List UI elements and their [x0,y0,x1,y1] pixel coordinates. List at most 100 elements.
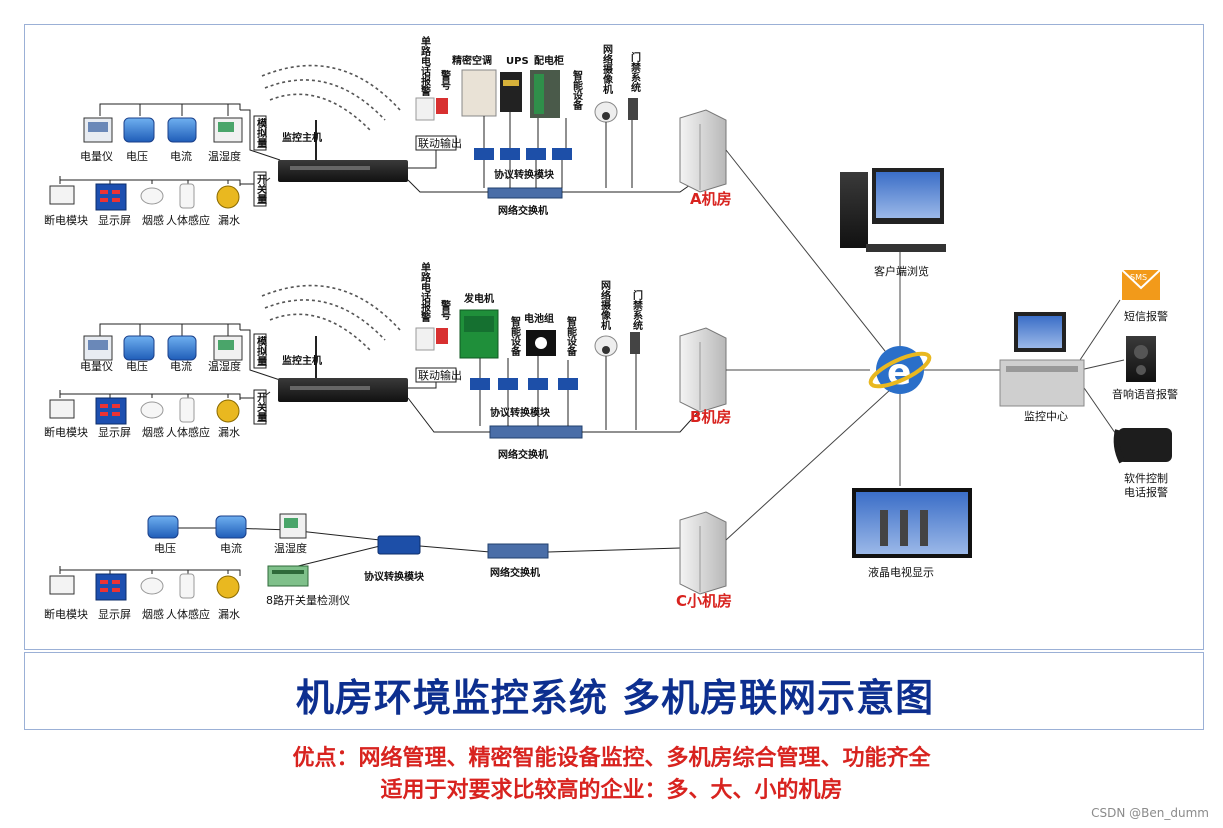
voice-label: 音响语音报警 [1112,387,1178,401]
svg-text:SMS: SMS [1130,273,1147,282]
phone-label-line2: 电话报警 [1124,485,1168,499]
slogan-advantages: 优点：网络管理、精密智能设备监控、多机房综合管理、功能齐全 [292,746,931,771]
voltage-sensor-b [123,335,155,361]
room-c: 电压 电流 温湿度 断电模块 显示屏 烟感 人体感应 漏水 8路开关量检测仪 协… [44,511,732,621]
switch-label-4-b: 漏水 [218,426,240,439]
power-meter-b [83,335,113,361]
display-screen-a [95,183,127,211]
siren-label-b: 警号 [439,299,452,321]
server-b [679,327,727,413]
bottom-device-label-4-c: 漏水 [218,608,240,621]
smart-device-2-label-b: 智能设备 [565,315,578,357]
alarm-phone-label-a: 单路电话报警 [419,35,432,97]
temp-humidity-c [279,513,307,539]
analog-label-2-b: 电流 [170,359,192,373]
analog-tag-a: 模拟量 [255,117,267,148]
network-diagram: 监控主机 模拟量 开关量 电量仪 电压 电流 温湿度 断电模块 显示屏 烟感 人… [44,35,1178,621]
camera-label-b: 网络摄像机 [599,280,612,331]
power-off-module-b [49,399,75,419]
converter-c [377,535,421,555]
switch-label-2-a: 烟感 [142,213,164,227]
power-off-module-c [49,575,75,595]
power-off-module-a [49,185,75,205]
current-sensor-b [167,335,197,361]
converter-group-a [474,148,572,160]
bottom-device-label-2-c: 烟感 [142,607,164,621]
server-c [679,511,727,595]
current-sensor-a [167,117,197,143]
display-screen-c [95,573,127,601]
converter-label-c: 协议转换模块 [364,570,425,583]
temp-humidity-a [213,117,243,143]
sms-icon: SMS [1121,269,1161,300]
phone-label-line1: 软件控制 [1124,471,1168,485]
switch-label-0-a: 断电模块 [44,213,88,227]
room-name-c: C小机房 [676,592,732,610]
room-name-a: A机房 [690,190,732,208]
page-title: 机房环境监控系统 多机房联网示意图 [295,676,935,720]
analog-label-3-a: 温湿度 [208,149,241,163]
monitor-center-pc [999,312,1085,407]
sms-label: 短信报警 [1124,309,1168,323]
client-label: 客户端浏览 [874,264,929,278]
watermark: CSDN @Ben_dumm [1091,806,1209,820]
switch-label-c: 网络交换机 [490,566,540,579]
switch-label-1-b: 显示屏 [98,426,131,439]
switch-label-4-a: 漏水 [218,214,240,227]
voltage-sensor-c [147,515,179,539]
center: e 客户端浏览 监控中心 液晶电视显示 SMS 短信报警 [725,149,1178,579]
switch-label-b: 网络交换机 [498,448,548,461]
access-label-a: 门禁系统 [629,51,642,93]
motion-sensor-c [179,573,195,599]
phone-icon [1113,428,1172,464]
analog-label-1-b: 电压 [126,360,148,373]
switch-tag-a: 开关量 [255,174,267,204]
switch-label-0-b: 断电模块 [44,425,88,439]
display-screen-b [95,397,127,425]
client-pc [840,168,946,252]
smart-device-label-a: 智能设备 [571,69,584,111]
ie-icon: e [868,346,932,394]
analog-label-3-b: 温湿度 [208,359,241,373]
diagram-frame [24,24,1204,650]
switch-label-a: 网络交换机 [498,204,548,217]
switch-label-3-b: 人体感应 [166,425,210,439]
top-device-label-2-a: 配电柜 [534,54,564,67]
linkage-label-a: 联动输出 [418,136,462,150]
host-label-b: 监控主机 [282,354,322,367]
monitor-host-b [278,336,408,402]
detector-label-c: 8路开关量检测仪 [266,593,350,607]
motion-sensor-a [179,183,195,209]
lcd-label: 液晶电视显示 [868,565,934,579]
voltage-sensor-a [123,117,155,143]
analog-label-2-a: 电流 [170,149,192,163]
room-name-b: B机房 [690,408,731,426]
water-leak-c [216,575,240,599]
speaker-icon [1126,336,1156,382]
water-leak-b [216,399,240,423]
switch-label-3-a: 人体感应 [166,213,210,227]
smoke-detector-b [140,401,164,419]
power-meter-a [83,117,113,143]
battery-label-b: 电池组 [524,312,554,325]
temp-humidity-b [213,335,243,361]
bottom-device-label-1-c: 显示屏 [98,608,131,621]
top-device-label-2-c: 温湿度 [274,541,307,555]
bottom-device-label-0-c: 断电模块 [44,607,88,621]
current-sensor-c [215,515,247,539]
top-device-label-1-a: UPS [506,56,529,67]
analog-label-0-b: 电量仪 [80,360,113,373]
slogan-applicability: 适用于对要求比较高的企业：多、大、小的机房 [380,778,843,803]
analog-label-0-a: 电量仪 [80,150,113,163]
server-a [679,109,727,193]
bottom-device-label-3-c: 人体感应 [166,607,210,621]
water-leak-a [216,185,240,209]
converter-label-a: 协议转换模块 [494,168,555,181]
room-b: 监控主机 模拟量 开关量 电量仪 电压 电流 温湿度 断电模块 显示屏 烟感 人… [44,261,731,461]
camera-label-a: 网络摄像机 [601,44,614,95]
monitor-center-label: 监控中心 [1024,409,1068,423]
top-device-label-0-c: 电压 [154,542,176,555]
alarm-phone-label-b: 单路电话报警 [419,261,432,323]
linkage-label-b: 联动输出 [418,368,462,382]
switch-label-2-b: 烟感 [142,425,164,439]
